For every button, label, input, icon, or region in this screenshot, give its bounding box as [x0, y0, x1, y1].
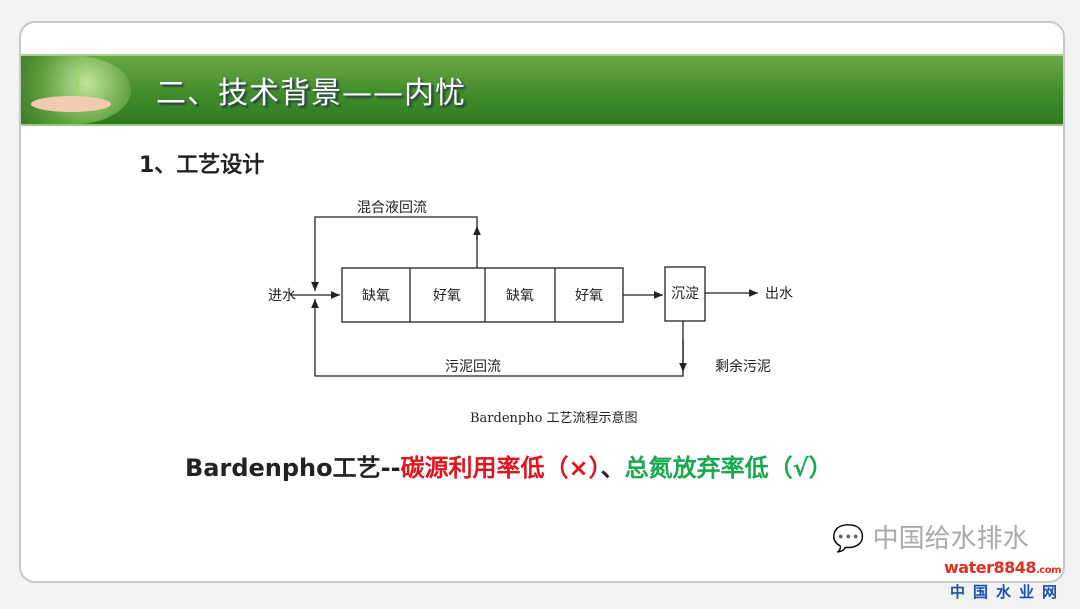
process-name: Bardenpho工艺--	[185, 454, 401, 482]
diagram-caption: Bardenpho 工艺流程示意图	[470, 410, 638, 426]
cell-aerobic-1: 好氧	[433, 288, 461, 304]
wechat-watermark: 💬 中国给水排水	[832, 524, 1029, 554]
conclusion-text: Bardenpho工艺--碳源利用率低（×）、总氮放弃率低（√）	[185, 448, 833, 483]
sludge-return-label: 污泥回流	[445, 359, 501, 375]
outflow-label: 出水	[765, 286, 793, 302]
cell-anoxic-2: 缺氧	[506, 288, 534, 304]
separator: 、	[600, 454, 625, 482]
carbon-utilization-low: 碳源利用率低（×）	[400, 454, 601, 482]
mixed-return-label: 混合液回流	[357, 200, 427, 216]
cell-anoxic-1: 缺氧	[362, 288, 390, 304]
water8848-logo: water8848.com	[944, 558, 1062, 581]
slide-title: 二、技术背景——内忧	[156, 76, 466, 111]
settler-box	[664, 266, 706, 322]
title-banner: 二、技术背景——内忧	[21, 54, 1063, 126]
nitrogen-removal-note: 总氮放弃率低（√）	[624, 454, 833, 482]
logo-com: .com	[1036, 565, 1062, 576]
inflow-label: 进水	[268, 288, 296, 304]
settler-label: 沉淀	[671, 286, 699, 302]
section-subtitle: 1、工艺设计	[139, 153, 265, 178]
logo-subtitle: 中国水业网	[950, 583, 1066, 601]
logo-text: water8848	[944, 558, 1037, 577]
cell-aerobic-2: 好氧	[575, 288, 603, 304]
excess-sludge-label: 剩余污泥	[715, 358, 771, 375]
sprout-hand-image	[21, 56, 131, 124]
watermark-text: 中国给水排水	[872, 524, 1029, 554]
slide: 二、技术背景——内忧 1、工艺设计	[19, 21, 1065, 583]
